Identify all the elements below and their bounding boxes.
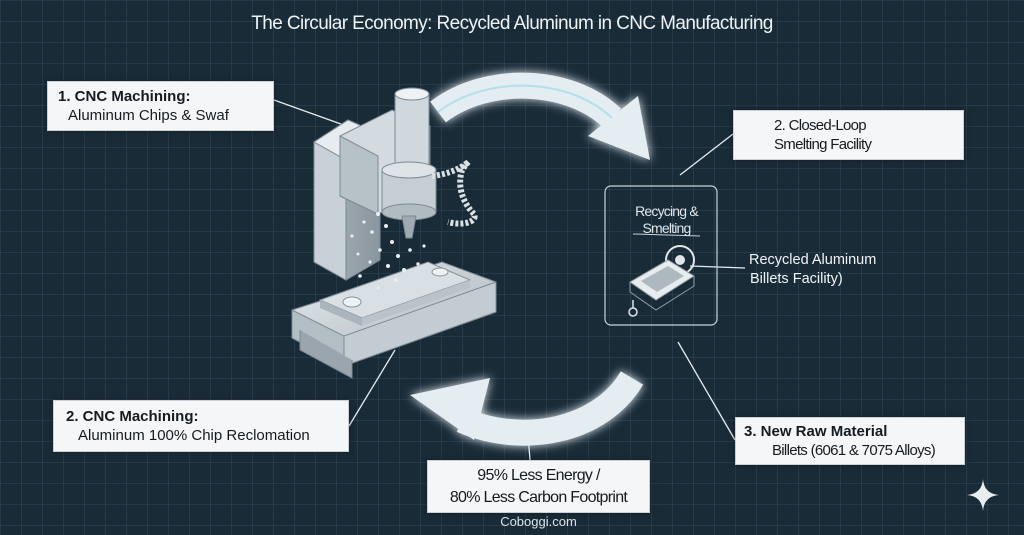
closed-loop-heading: 2. Closed-Loop [774,117,867,134]
top-cycle-arrow [430,72,650,160]
diagram-title: The Circular Economy: Recycled Aluminum … [251,13,773,34]
savings-label: 95% Less Energy / 80% Less Carbon Footpr… [427,460,650,513]
site-credit: Coboggi.com [500,514,577,529]
cnc-chip-reclamation-heading: 2. CNC Machining: [66,408,199,425]
cnc-chip-reclamation-label: 2. CNC Machining: Aluminum 100% Chip Rec… [53,400,349,452]
leader-cnc-1 [273,99,353,129]
new-raw-material-text: Billets (6061 & 7075 Alloys) [772,442,936,459]
recycling-smelting-label: Recycing & Smelting [624,203,709,237]
cnc-chip-reclamation-text: Aluminum 100% Chip Reclomation [78,427,310,444]
cycle-arrows [410,72,650,446]
leader-savings [526,421,531,461]
closed-loop-smelting-label: 2. Closed-Loop Smelting Facility [733,110,964,160]
leader-raw [677,341,736,441]
sparkle-icon [967,479,999,511]
carbon-savings-text: 80% Less Carbon Footprint [449,489,628,506]
new-raw-material-label: 3. New Raw Material Billets (6061 & 7075… [735,417,965,465]
cnc-machining-chips-heading: 1. CNC Machining: [58,88,191,105]
cnc-machine-illustration [291,87,497,379]
recycled-billets-line2: Billets Facility) [750,271,843,287]
recycling-smelting-line2: Smelting [642,220,691,236]
bottom-cycle-arrow [410,370,644,446]
leader-smelt [679,133,734,176]
recycled-billets-line1: Recycled Aluminum [749,252,877,268]
recycling-smelting-line1: Recycing & [635,203,699,219]
leader-cnc-2 [348,349,396,427]
energy-savings-text: 95% Less Energy / [477,467,600,484]
cnc-machining-chips-label: 1. CNC Machining: Aluminum Chips & Swaf [47,81,274,131]
leader-lines [273,99,746,461]
cnc-machining-chips-text: Aluminum Chips & Swaf [68,107,229,124]
closed-loop-text: Smelting Facility [774,136,872,153]
new-raw-material-heading: 3. New Raw Material [744,423,888,440]
recycled-billets-label: Recycled Aluminum Billets Facility) [749,251,939,289]
recycling-furnace-icon [604,185,718,326]
